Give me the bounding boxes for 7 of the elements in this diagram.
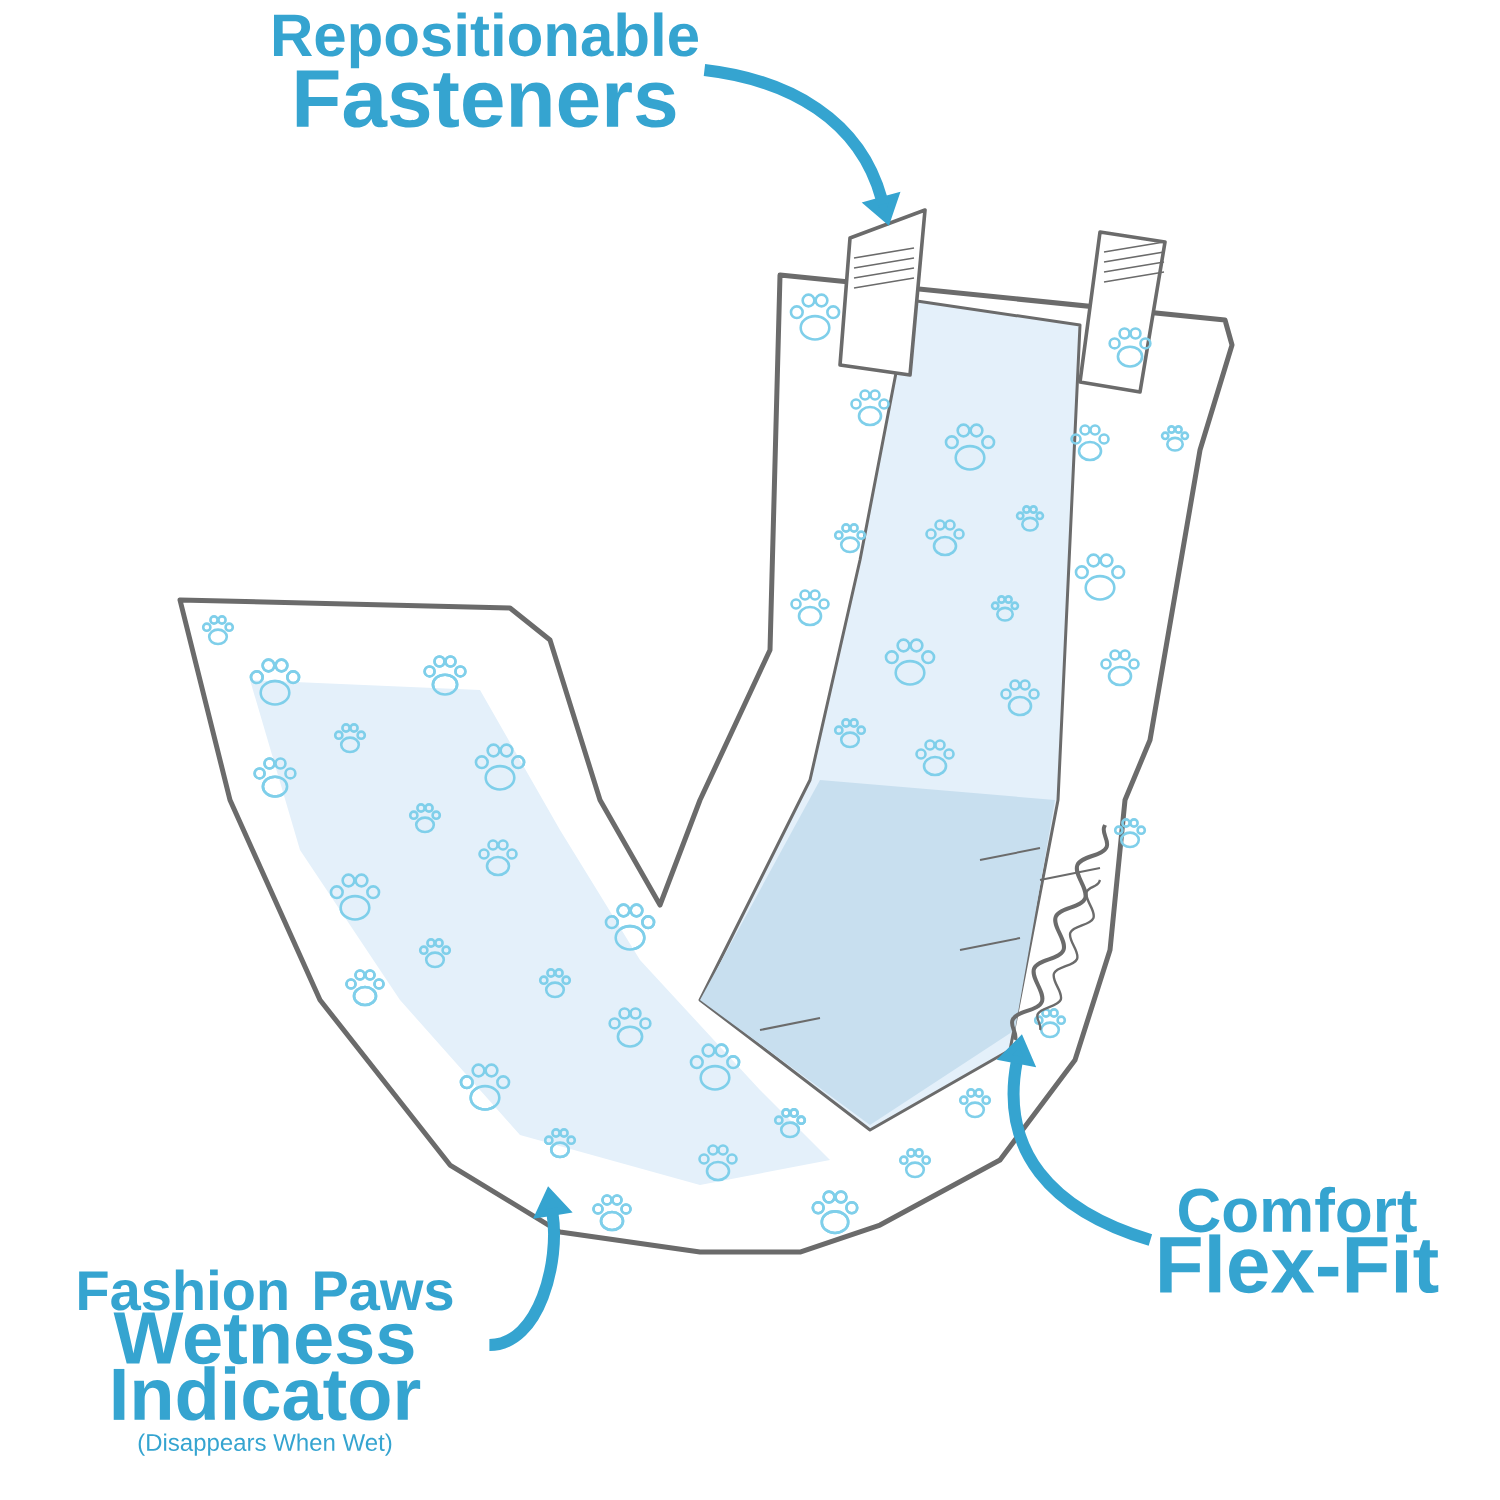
callout-text: Comfort Flex-Fit	[1160, 1186, 1439, 1294]
wetness-indicator-pad	[250, 680, 830, 1185]
note-text: (Disappears When Wet)	[138, 1433, 392, 1456]
leg-elastic	[1010, 824, 1110, 1041]
fastener-tab	[838, 208, 927, 377]
callout-text: Repositionable Fasteners	[274, 12, 699, 128]
callout-text: Fashion Paws Wetness Indicator	[79, 1269, 453, 1421]
